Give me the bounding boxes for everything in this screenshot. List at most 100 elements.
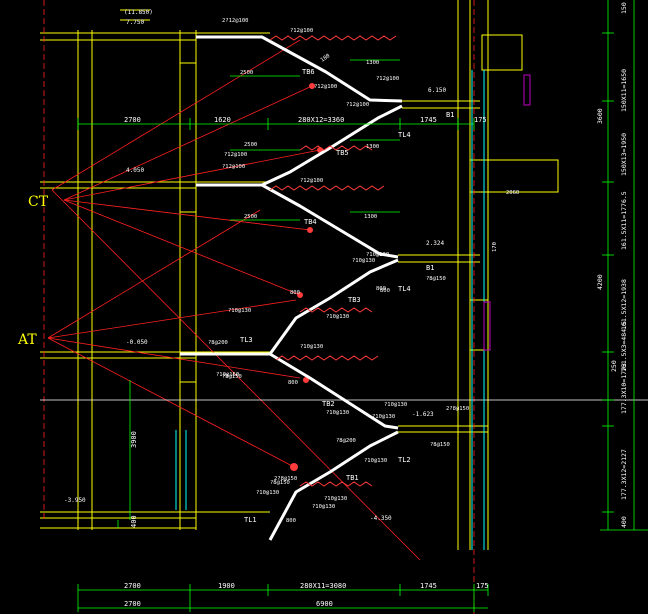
dim-top-2700: 2700 (124, 116, 141, 124)
flight-tb1: TB1 (346, 474, 359, 482)
note-28: ?10@130 (372, 414, 395, 420)
note-8: 2500 (244, 142, 257, 148)
elev-n4350: -4.350 (370, 515, 392, 522)
dim-right-150: 150 (620, 2, 628, 14)
flight-tb3: TB3 (348, 296, 361, 304)
dimension-lines (40, 0, 648, 612)
note-16: 800 (290, 290, 300, 296)
dim-bot-175: 175 (476, 582, 489, 590)
elev-6150: 6.150 (428, 87, 446, 94)
note-23: ?8@150 (222, 374, 242, 380)
note-37: ?10@130 (324, 496, 347, 502)
label-ct: CT (28, 194, 49, 210)
dim-bot-1745: 1745 (420, 582, 437, 590)
note-38: ?10@130 (312, 504, 335, 510)
note-35: ?8@150 (426, 276, 446, 282)
note-26: ?10@130 (326, 410, 349, 416)
note-42: ?10@130 (366, 252, 389, 258)
elev-top2: 7.750 (126, 19, 144, 26)
note-19: ?10@150 (216, 372, 239, 378)
note-2: ?12@100 (290, 28, 313, 34)
note-33: 2060 (506, 190, 519, 196)
note-14: 1300 (364, 214, 377, 220)
stair-flights (180, 35, 403, 541)
elev-n1623: -1.623 (412, 411, 434, 418)
gridlines (43, 0, 475, 614)
note-10: ?12@100 (222, 164, 245, 170)
dim-bot-1900: 1900 (218, 582, 235, 590)
note-17: ?10@130 (228, 308, 251, 314)
beam-b1a: B1 (446, 111, 454, 119)
dim-top-1745: 1745 (420, 116, 437, 124)
note-13: ?12@100 (346, 102, 369, 108)
note-36: 800 (380, 288, 390, 294)
dim-right-4200: 4200 (596, 274, 604, 290)
note-30: 800 (286, 518, 296, 524)
note-32: ?8@150 (270, 480, 290, 486)
dim-top-175: 175 (474, 116, 487, 124)
dim-right-2: 150X13=1950 (620, 133, 628, 176)
beam-tl3: TL3 (240, 336, 253, 344)
note-22: ?8@200 (208, 340, 228, 346)
dim-right-6: 177.3X10=1773 (620, 363, 628, 414)
dim-bot-total-2700: 2700 (124, 600, 141, 608)
beam-b1b: B1 (426, 264, 434, 272)
elev-top: (11.850) (124, 9, 153, 16)
note-20: ?10@130 (300, 344, 323, 350)
dim-right-1: 150X11=1650 (620, 69, 628, 112)
note-5: ?12@100 (376, 76, 399, 82)
beam-tl1: TL1 (244, 516, 257, 524)
note-1: 2?12@100 (222, 18, 249, 24)
beam-tl4b: TL4 (398, 285, 411, 293)
structure-lines (40, 0, 559, 550)
note-6: ?12@100 (314, 84, 337, 90)
flight-tb2: TB2 (322, 400, 335, 408)
note-9: ?12@100 (224, 152, 247, 158)
note-43: 180 (320, 53, 332, 64)
dim-bot-total-6900: 6900 (316, 600, 333, 608)
note-3: 1300 (366, 60, 379, 66)
beam-tl2: TL2 (398, 456, 411, 464)
dim-bot-280x11: 280X11=3080 (300, 582, 346, 590)
step-rebar (269, 35, 397, 487)
dim-right-4: 161.5X12=1938 (620, 279, 628, 330)
elev-n050: -0.050 (126, 339, 148, 346)
note-41: ?10@130 (364, 458, 387, 464)
note-34: 170 (492, 242, 498, 252)
dim-left-3900: 3900 (130, 431, 138, 448)
elev-4050: 4.050 (126, 167, 144, 174)
flight-tb6: TB6 (302, 68, 315, 76)
note-39: 2?8@150 (274, 476, 297, 482)
label-at: AT (17, 332, 37, 348)
flight-tb5: TB5 (336, 149, 349, 157)
note-21: ?10@130 (326, 314, 349, 320)
note-31: ?10@130 (256, 490, 279, 496)
dim-right-3600: 3600 (596, 108, 604, 124)
flight-tb4: TB4 (304, 218, 317, 226)
note-25: ?10@130 (384, 402, 407, 408)
dim-right-7: 177.3X12=2127 (620, 449, 628, 500)
dim-bot-2700: 2700 (124, 582, 141, 590)
note-27: ?8@200 (336, 438, 356, 444)
dim-right-3: 161.5X11=1776.5 (620, 191, 628, 250)
note-29: 2?8@150 (446, 406, 469, 412)
dim-left-400: 400 (130, 515, 138, 528)
note-4: 2500 (240, 70, 253, 76)
note-40: ?8@150 (430, 442, 450, 448)
elev-n3950: -3.950 (64, 497, 86, 504)
dim-right-250: 250 (610, 360, 618, 372)
accent-lines (175, 70, 531, 550)
note-24: 800 (288, 380, 298, 386)
note-15: ?10@130 (352, 258, 375, 264)
note-12: 2500 (244, 214, 257, 220)
text-layer: CT AT TB6 TB5 TB4 TB3 TB2 TB1 TL4 TL4 TL… (17, 2, 628, 608)
dim-top-1620: 1620 (214, 116, 231, 124)
dim-top-280x12: 280X12=3360 (298, 116, 344, 124)
beam-tl4a: TL4 (398, 131, 411, 139)
elev-2324: 2.324 (426, 240, 444, 247)
note-7: 1300 (366, 144, 379, 150)
dim-right-5: 161.5X3=484.5 (620, 321, 628, 372)
note-18: 800 (376, 286, 386, 292)
